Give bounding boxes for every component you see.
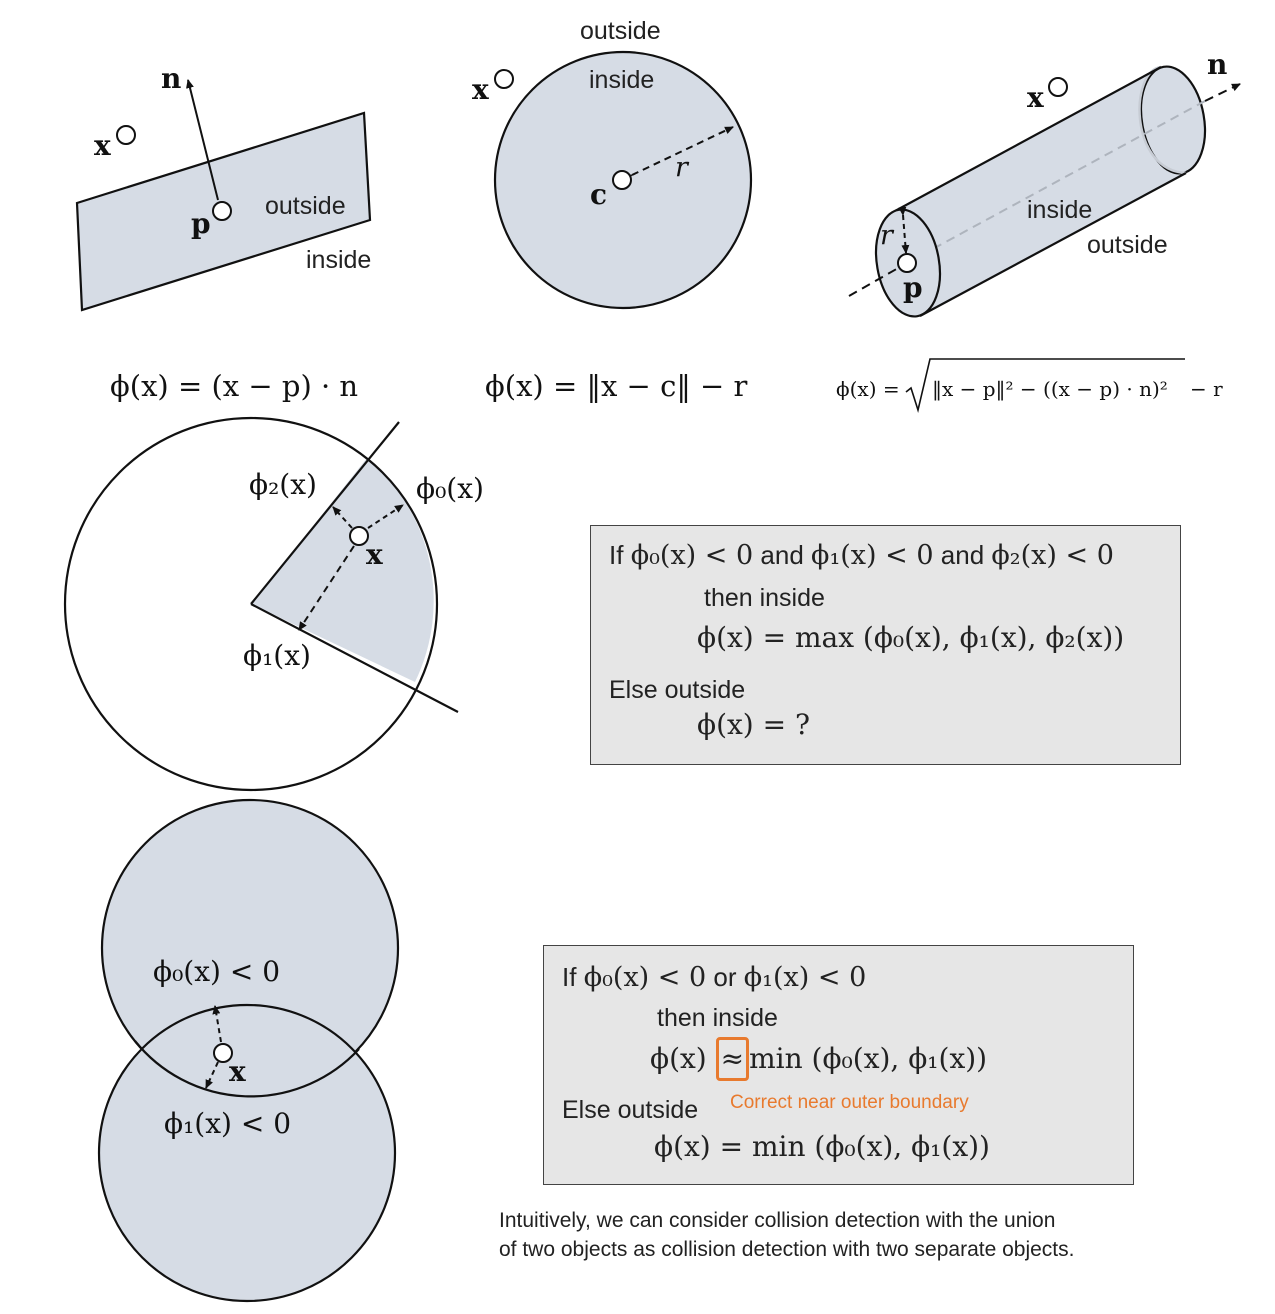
label-inside: inside — [589, 66, 654, 94]
union-figure: x ϕ₀(x) < 0 ϕ₁(x) < 0 — [97, 798, 400, 1303]
point-x — [1048, 77, 1068, 97]
label-phi2: ϕ₂(x) — [249, 468, 317, 501]
formula-row: ϕ(x) = (x − p) · n ϕ(x) = ‖x − c‖ − r ϕ(… — [110, 358, 1223, 414]
svg-text:ϕ(x) =: ϕ(x) = — [836, 377, 900, 401]
sphere-formula: ϕ(x) = ‖x − c‖ − r — [485, 369, 748, 403]
label-phi1-lt: ϕ₁(x) < 0 — [164, 1107, 291, 1140]
label-n: n — [1207, 48, 1227, 81]
union-then-inside: then inside — [657, 1004, 778, 1032]
label-p: p — [191, 207, 211, 240]
intersection-condition-line: If ϕ₀(x) < 0 and ϕ₁(x) < 0 and ϕ₂(x) < 0 — [609, 540, 1114, 571]
axis-front — [848, 266, 901, 297]
approx-note: Correct near outer boundary — [730, 1092, 969, 1113]
point-x — [213, 1043, 233, 1063]
caption-line-2: of two objects as collision detection wi… — [499, 1238, 1075, 1261]
wedge-region — [251, 458, 434, 682]
union-approx-formula: ϕ(x) ≈min (ϕ₀(x), ϕ₁(x)) — [650, 1037, 987, 1081]
label-x: x — [229, 1055, 246, 1088]
arrow-phi0 — [212, 1005, 222, 1043]
label-c: c — [590, 178, 607, 211]
label-inside: inside — [306, 246, 371, 274]
radius-arrow — [623, 126, 734, 183]
intersection-figure: x ϕ₂(x) ϕ₀(x) ϕ₁(x) — [63, 416, 484, 792]
axis-inside — [906, 100, 1206, 264]
point-p — [897, 253, 917, 273]
union-caption: Intuitively, we can consider collision d… — [499, 1206, 1074, 1264]
label-inside: inside — [1027, 196, 1092, 224]
label-r: r — [675, 152, 690, 183]
label-phi0-lt: ϕ₀(x) < 0 — [153, 955, 280, 988]
intersection-then-inside: then inside — [704, 584, 825, 612]
label-outside: outside — [580, 17, 661, 45]
label-outside: outside — [265, 192, 346, 220]
union-else-outside: Else outside — [562, 1096, 699, 1124]
svg-text:− r: − r — [1190, 377, 1223, 401]
sphere-figure: outside inside x c r — [472, 17, 753, 310]
label-phi1: ϕ₁(x) — [243, 639, 311, 672]
caption-line-1: Intuitively, we can consider collision d… — [499, 1209, 1056, 1232]
label-r: r — [880, 220, 895, 251]
normal-arrow — [186, 79, 219, 201]
svg-text:‖x − p‖² − ((x − p) · n)²: ‖x − p‖² − ((x − p) · n)² — [932, 377, 1168, 402]
point-c — [612, 170, 632, 190]
label-outside: outside — [1087, 231, 1168, 259]
plane-formula: ϕ(x) = (x − p) · n — [110, 369, 358, 403]
label-p: p — [903, 271, 923, 304]
plane-figure: n x p outside inside — [75, 62, 371, 312]
intersection-else-outside: Else outside — [609, 676, 746, 704]
sqrt-sign — [905, 358, 1185, 414]
point-x — [349, 526, 369, 546]
union-min-formula: ϕ(x) = min (ϕ₀(x), ϕ₁(x)) — [654, 1130, 990, 1163]
arrow-phi1 — [205, 1061, 219, 1089]
point-p — [212, 201, 232, 221]
plane-line-upper — [250, 421, 400, 605]
intersection-max-formula: ϕ(x) = max (ϕ₀(x), ϕ₁(x), ϕ₂(x)) — [697, 621, 1125, 654]
axis-back — [1204, 83, 1241, 102]
plane-line-lower — [250, 603, 459, 713]
label-x: x — [366, 538, 383, 571]
cylinder-formula: ϕ(x) = ‖x − p‖² − ((x − p) · n)² − r — [836, 358, 1223, 414]
arrow-phi0 — [367, 504, 404, 529]
union-condition-line: If ϕ₀(x) < 0 or ϕ₁(x) < 0 — [562, 962, 867, 993]
sphere-outline — [63, 416, 439, 792]
approx-highlight: ≈ — [715, 1037, 750, 1081]
label-x: x — [94, 129, 111, 162]
sphere-top-lower-arc — [134, 1040, 360, 1098]
point-x — [116, 125, 136, 145]
label-n: n — [161, 62, 181, 95]
point-x — [494, 69, 514, 89]
union-rule-box: If ϕ₀(x) < 0 or ϕ₁(x) < 0 then inside ϕ(… — [543, 945, 1134, 1185]
label-x: x — [1027, 81, 1044, 114]
arrow-phi2 — [332, 506, 353, 529]
arrow-phi1 — [298, 545, 355, 631]
intersection-unknown-formula: ϕ(x) = ? — [697, 708, 810, 741]
cylinder-figure: n x r p inside outside — [848, 48, 1241, 318]
label-x: x — [472, 73, 489, 106]
radius-arrow — [898, 206, 910, 254]
label-phi0: ϕ₀(x) — [416, 472, 484, 505]
intersection-rule-box: If ϕ₀(x) < 0 and ϕ₁(x) < 0 and ϕ₂(x) < 0… — [590, 525, 1181, 765]
